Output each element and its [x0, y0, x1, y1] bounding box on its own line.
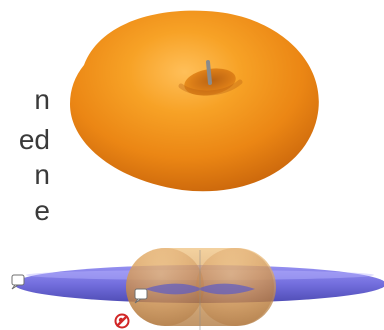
- text-fragment-line-1: n: [34, 84, 50, 115]
- text-fragment-line-2: ed: [18, 124, 50, 155]
- text-fragment-line-4: e: [34, 195, 50, 226]
- middle-white-bubble-icon: [134, 288, 148, 304]
- torus-inner-shadow: [178, 79, 243, 96]
- antenna-needle: [206, 60, 212, 85]
- inner-blue-shadow: [145, 283, 255, 295]
- donut-radiation-pattern: [70, 10, 319, 192]
- left-white-bubble-icon: [11, 274, 25, 290]
- cropped-text-fragment: n ed n e: [0, 0, 50, 230]
- torus-body: [70, 10, 319, 192]
- antenna-beam-pattern: [11, 248, 384, 330]
- red-prohibit-icon: [114, 313, 130, 329]
- text-fragment-line-3: n: [34, 159, 50, 190]
